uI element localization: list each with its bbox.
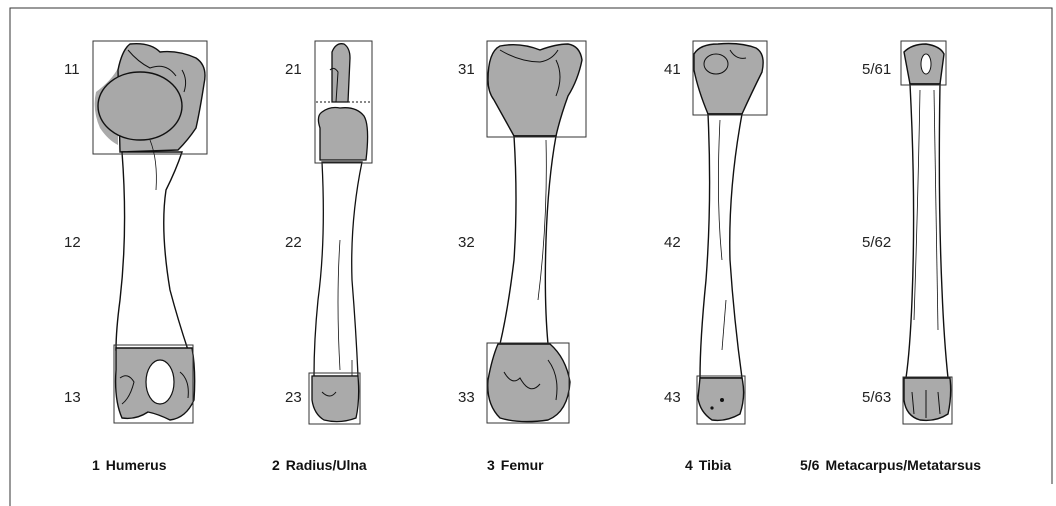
segment-label-metacarpus-shaft: 5/62 <box>862 235 891 250</box>
bone-number: 2 <box>272 457 280 473</box>
bone-caption-metacarpus-metatarsus: 5/6 Metacarpus/Metatarsus <box>800 458 981 472</box>
humerus-drawing <box>93 41 207 423</box>
segment-label-tibia-shaft: 42 <box>664 235 681 250</box>
segment-label-tibia-proximal: 41 <box>664 62 681 77</box>
bone-name: Radius/Ulna <box>286 457 367 473</box>
segment-label-humerus-proximal: 11 <box>64 62 80 77</box>
femur-drawing <box>487 41 586 423</box>
bone-caption-radius-ulna: 2 Radius/Ulna <box>272 458 367 472</box>
tibia-drawing <box>693 41 767 424</box>
humerus-shaft <box>116 152 188 350</box>
femur-proximal-region <box>488 44 582 136</box>
segment-label-femur-proximal: 31 <box>458 62 475 77</box>
segment-label-metacarpus-proximal: 5/61 <box>862 62 891 77</box>
segment-label-tibia-distal: 43 <box>664 390 681 405</box>
bone-name: Femur <box>501 457 544 473</box>
bone-name: Metacarpus/Metatarsus <box>825 457 981 473</box>
bone-number: 1 <box>92 457 100 473</box>
metacarpus-shaft <box>906 84 948 378</box>
bone-number: 4 <box>685 457 693 473</box>
segment-label-metacarpus-distal: 5/63 <box>862 390 891 405</box>
bone-name: Tibia <box>699 457 731 473</box>
metacarpus-metatarsus-drawing <box>901 41 952 424</box>
bone-caption-humerus: 1 Humerus <box>92 458 166 472</box>
segment-label-radius-ulna-shaft: 22 <box>285 235 302 250</box>
segment-label-radius-ulna-proximal: 21 <box>285 62 302 77</box>
radius-ulna-shaft <box>314 162 362 376</box>
bone-name: Humerus <box>106 457 167 473</box>
bone-caption-tibia: 4 Tibia <box>685 458 731 472</box>
segment-label-femur-shaft: 32 <box>458 235 475 250</box>
segment-label-humerus-distal: 13 <box>64 390 81 405</box>
segment-label-femur-distal: 33 <box>458 390 475 405</box>
segment-label-humerus-shaft: 12 <box>64 235 81 250</box>
bone-number: 3 <box>487 457 495 473</box>
tibia-proximal-region <box>694 44 763 115</box>
bone-caption-femur: 3 Femur <box>487 458 544 472</box>
bone-number: 5/6 <box>800 457 819 473</box>
metacarpus-distal-region <box>904 378 951 420</box>
femur-distal-region <box>488 344 570 422</box>
femur-shaft <box>500 136 556 344</box>
radius-ulna-drawing <box>309 41 372 424</box>
segment-label-radius-ulna-distal: 23 <box>285 390 302 405</box>
